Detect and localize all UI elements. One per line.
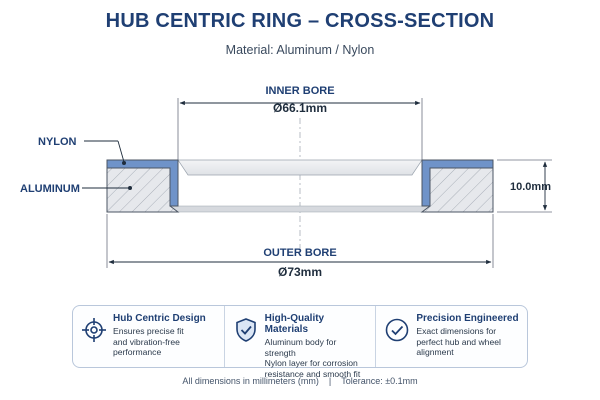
material-subtitle: Material: Aluminum / Nylon [225, 43, 375, 57]
feature-description-line: Nylon layer for corrosion [264, 358, 358, 368]
feature-description-line: Exact dimensions for [416, 326, 497, 336]
aluminum-leader-dot [128, 186, 132, 190]
feature-precision: Precision Engineered Exact dimensions fo… [375, 306, 527, 367]
height-value: 10.0mm [510, 181, 551, 193]
tolerance-note: Tolerance: ±0.1mm [341, 376, 418, 386]
feature-title: High-Quality Materials [264, 313, 325, 335]
nylon-layer-left [106, 159, 179, 207]
feature-description-line: perfect hub and wheel [416, 336, 501, 347]
feature-description-line: resistance and smooth fit [264, 368, 361, 379]
outer-bore-label: OUTER BORE [263, 247, 336, 259]
feature-title: Precision Engineered [416, 313, 519, 324]
feature-description-line: and vibration-free [113, 336, 180, 347]
feature-description-line: Ensures precise fit [113, 326, 184, 336]
units-note: All dimensions in millimeters (mm) [182, 376, 319, 386]
cross-section-diagram: INNER BORE Ø66.1mm NYLON ALUMINUM 10.0mm… [20, 85, 552, 279]
bore-bottom-face [169, 205, 431, 213]
feature-description-line: performance [113, 347, 162, 357]
feature-materials: High-Quality Materials Aluminum body for… [223, 306, 376, 379]
feature-description-line: Aluminum body for strength [264, 337, 337, 358]
nylon-layer-right [421, 159, 494, 207]
check-circle-icon [386, 318, 409, 342]
outer-bore-value: Ø73mm [278, 265, 322, 279]
inner-bore-label: INNER BORE [265, 85, 334, 97]
aluminum-label: ALUMINUM [20, 183, 80, 195]
aluminum-hatch-left [106, 162, 180, 213]
footer-separator: | [328, 376, 332, 386]
nylon-leader-dot [122, 161, 126, 165]
nylon-label: NYLON [38, 136, 77, 148]
feature-title: Hub Centric Design [113, 313, 206, 324]
aluminum-hatch-right [420, 162, 494, 213]
feature-panel: Hub Centric Design Ensures precise fit a… [72, 305, 528, 379]
crosshair-icon [82, 318, 106, 342]
footer-note: All dimensions in millimeters (mm) | Toler… [0, 376, 600, 386]
feature-hub-centric: Hub Centric Design Ensures precise fit a… [73, 306, 224, 367]
feature-description-line: alignment [416, 347, 454, 357]
nylon-leader-drop [117, 140, 125, 163]
bore-top-face [177, 159, 423, 176]
shield-check-icon [235, 318, 256, 342]
page-title: HUB CENTRIC RING – CROSS-SECTION [105, 10, 495, 32]
